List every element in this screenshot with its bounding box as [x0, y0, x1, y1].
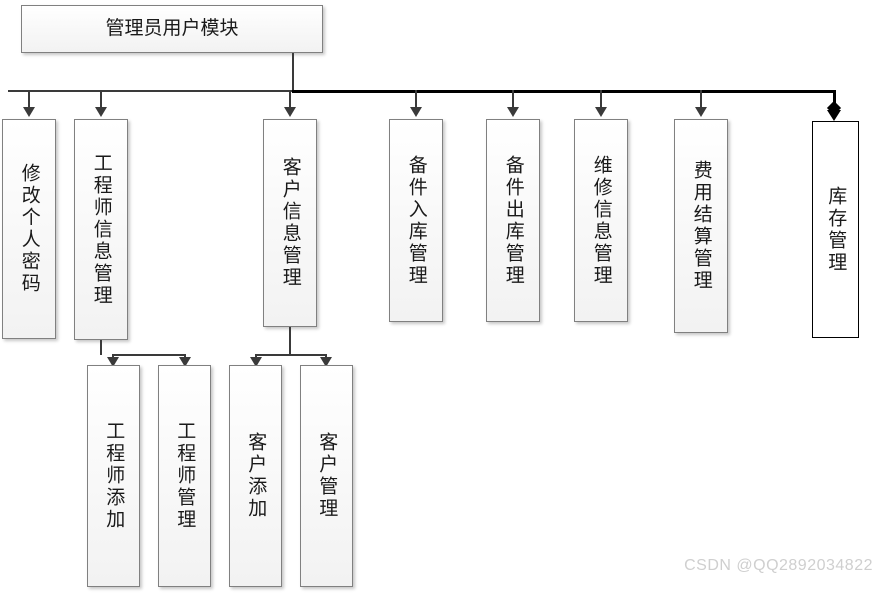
connector-bus-engineer: [113, 354, 185, 356]
connector-stem-3: [289, 90, 291, 109]
connector-stem-5: [512, 90, 514, 109]
node-level1-3[interactable]: 客户信息管理: [263, 119, 317, 327]
arrow-head-engineer-manage: [179, 357, 191, 367]
arrow-head-1: [23, 107, 35, 117]
node-root[interactable]: 管理员用户模块: [21, 5, 323, 53]
arrow-head-5: [507, 107, 519, 117]
node-level1-2[interactable]: 工程师信息管理: [74, 119, 128, 340]
node-level1-8[interactable]: 库存管理: [812, 121, 859, 338]
arrow-head-6: [595, 107, 607, 117]
node-level2-1[interactable]: 工程师添加: [87, 365, 140, 587]
connector-stem-customer-trunk: [289, 327, 291, 355]
connector-stem-8: [833, 90, 836, 108]
arrow-head-2: [95, 107, 107, 117]
watermark-text: CSDN @QQ2892034822: [684, 557, 873, 574]
connector-bus-left-cap: [8, 90, 10, 92]
node-level1-1-label: 修改个人密码: [18, 163, 40, 295]
arrow-head-engineer-add: [107, 357, 119, 367]
node-level1-8-label: 库存管理: [825, 185, 847, 274]
node-level1-5[interactable]: 备件出库管理: [486, 119, 540, 322]
arrow-head-4: [410, 107, 422, 117]
connector-bus-highlight: [292, 90, 835, 93]
arrow-head-customer-manage: [320, 357, 332, 367]
node-level2-4[interactable]: 客户管理: [300, 365, 353, 587]
node-level2-3[interactable]: 客户添加: [229, 365, 282, 587]
arrow-head-3: [284, 107, 296, 117]
node-level1-6[interactable]: 维修信息管理: [574, 119, 628, 322]
node-level2-1-label: 工程师添加: [103, 421, 125, 531]
node-level2-3-label: 客户添加: [245, 432, 267, 520]
connector-stem-7: [700, 90, 702, 109]
node-level1-3-label: 客户信息管理: [279, 157, 301, 289]
connector-bus-customer: [255, 354, 326, 356]
node-level2-2-label: 工程师管理: [174, 421, 196, 531]
connector-root-trunk: [292, 53, 294, 92]
connector-stem-6: [600, 90, 602, 109]
node-level1-7[interactable]: 费用结算管理: [674, 119, 728, 333]
node-level1-7-label: 费用结算管理: [690, 160, 712, 292]
arrow-head-customer-add: [250, 357, 262, 367]
node-level2-2[interactable]: 工程师管理: [158, 365, 211, 587]
connector-stem-4: [415, 90, 417, 109]
node-level1-4-label: 备件入库管理: [405, 154, 427, 287]
connector-stem-2: [100, 90, 102, 109]
arrow-head-8: [827, 110, 841, 121]
connector-stem-engineer-trunk: [100, 340, 102, 355]
node-level1-5-label: 备件出库管理: [502, 154, 524, 287]
node-level1-4[interactable]: 备件入库管理: [389, 119, 443, 322]
node-level1-6-label: 维修信息管理: [590, 154, 612, 287]
node-level1-2-label: 工程师信息管理: [90, 152, 112, 307]
connector-stem-1: [28, 90, 30, 109]
node-level1-1[interactable]: 修改个人密码: [2, 119, 56, 339]
arrow-head-7: [695, 107, 707, 117]
node-root-label: 管理员用户模块: [105, 18, 239, 40]
node-level2-4-label: 客户管理: [316, 432, 338, 520]
